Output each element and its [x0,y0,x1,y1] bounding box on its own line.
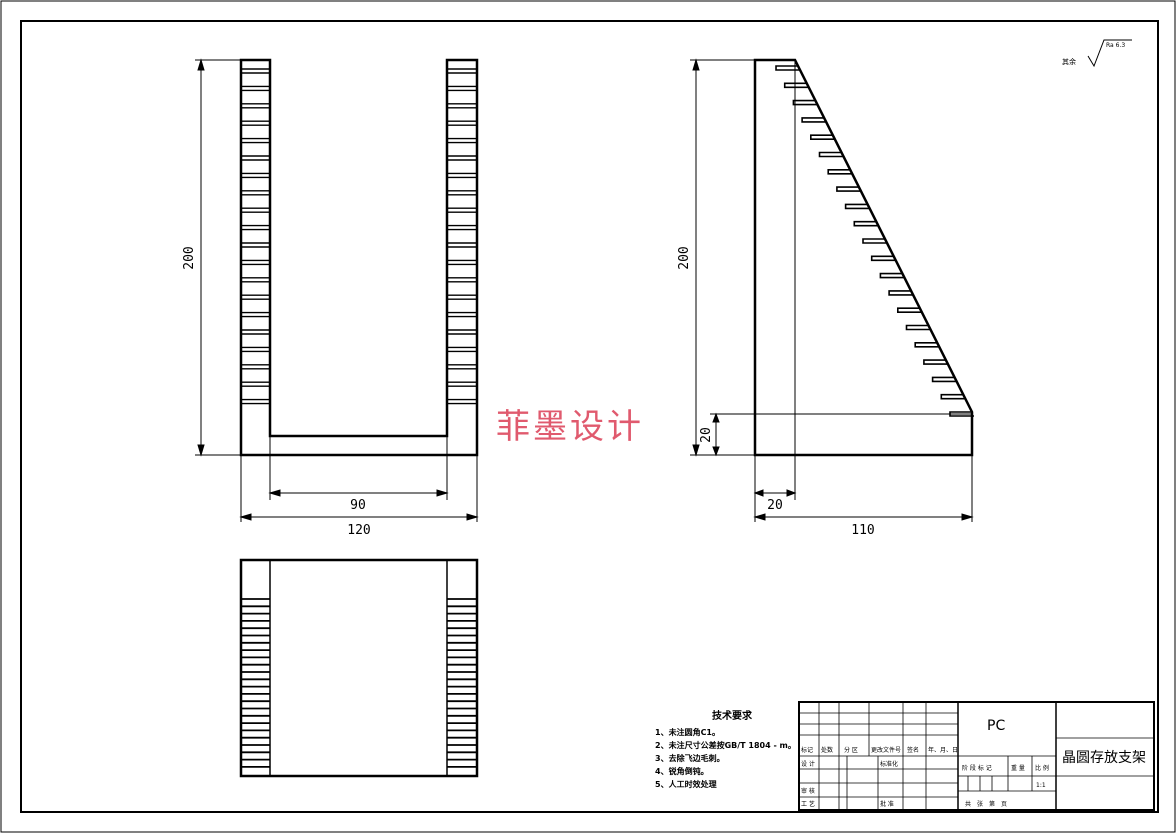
slot-tooth [905,324,931,331]
slot-tooth [940,393,966,400]
part-name: 晶圆存放支架 [1062,750,1146,766]
tech-requirement-item: 4、锐角倒钝。 [655,766,709,776]
slot-tooth [827,169,853,175]
watermark: 菲墨设计 [496,407,644,447]
tech-requirement-item: 2、未注尺寸公差按GB/T 1804 - m。 [655,740,796,750]
slot-tooth [844,203,870,210]
slot-tooth [914,342,940,348]
slot-tooth [888,290,914,296]
label-mark: 标记 [801,746,813,754]
label-stage-mark: 阶 段 标 记 [962,764,992,772]
dim-side-height [690,58,754,457]
top-slots-left [241,598,270,768]
dim-front-outer-width-label: 120 [347,523,370,538]
roughness-check-icon [1087,39,1132,68]
label-review: 审 核 [801,787,815,795]
dim-front-height [195,58,240,457]
label-signature: 签名 [907,746,919,754]
slot-tooth [931,376,957,383]
slot-tooth [897,307,922,313]
top-slots-right [447,598,477,768]
label-sheets: 共 张 第 页 [965,800,1007,808]
top-view-outline [239,558,479,778]
surface-finish-value: Ra 6.3 [1106,42,1125,49]
dim-side-base-offset-label: 20 [767,498,783,513]
label-date: 年、月、日 [928,746,958,754]
slot-tooth [810,134,835,140]
dim-side-length-label: 110 [851,523,874,538]
material-value: PC [987,718,1005,734]
slot-tooth [879,272,905,279]
dim-front-outer-width [239,455,479,522]
slot-tooth [923,359,948,365]
dim-side-length [753,455,974,522]
label-count: 处数 [821,746,833,754]
inner-border [20,20,1159,813]
dim-side-base-height [710,412,754,457]
dim-side-base-height-label: 20 [699,427,714,443]
tech-requirements-title: 技术要求 [712,709,753,722]
label-weight: 重 量 [1011,764,1025,772]
surface-finish-symbol: 其余 Ra 6.3 [1062,39,1132,68]
top-view [239,558,479,778]
side-view: 200 20 20 110 [677,58,974,538]
scale-value: 1:1 [1036,782,1046,789]
slot-tooth [870,255,896,262]
slot-tooth [783,82,809,89]
dim-front-height-label: 200 [182,246,197,269]
side-slots [775,65,974,417]
dim-front-inner-width-label: 90 [350,498,366,513]
front-slots-right [447,68,477,405]
slot-tooth [775,65,801,71]
slot-tooth [949,411,974,417]
label-standardize: 标准化 [880,760,898,768]
slot-tooth [792,99,818,106]
surface-finish-prefix: 其余 [1062,57,1076,66]
label-zone: 分 区 [844,746,858,754]
label-process: 工 艺 [801,800,815,808]
label-change-doc: 更改文件号 [871,746,901,754]
side-view-outline [753,58,974,457]
tech-requirement-item: 1、未注圆角C1。 [655,727,720,737]
title-block-text: 标记 处数 分 区 更改文件号 签名 年、月、日 设 计 标准化 审 核 工 艺… [801,718,1146,808]
slot-tooth [862,238,888,244]
slot-tooth [853,220,879,227]
label-approve: 批 准 [880,800,894,808]
dim-side-base-offset [753,60,797,522]
label-design: 设 计 [801,760,815,768]
front-slots-left [241,68,270,405]
tech-requirement-item: 3、去除飞边毛刺。 [655,753,725,763]
dim-side-height-label: 200 [677,246,692,269]
slot-tooth [818,151,844,158]
front-view-outline [239,58,479,457]
tech-requirements: 技术要求 1、未注圆角C1。 2、未注尺寸公差按GB/T 1804 - m。 3… [655,709,796,789]
tech-requirement-item: 5、人工时效处理 [655,779,717,789]
slot-tooth [801,117,827,123]
label-scale: 比 例 [1035,764,1049,772]
front-view: 200 90 120 [182,58,479,538]
slot-tooth [836,186,861,192]
dim-front-inner-width [268,436,449,500]
title-block [798,701,1155,811]
